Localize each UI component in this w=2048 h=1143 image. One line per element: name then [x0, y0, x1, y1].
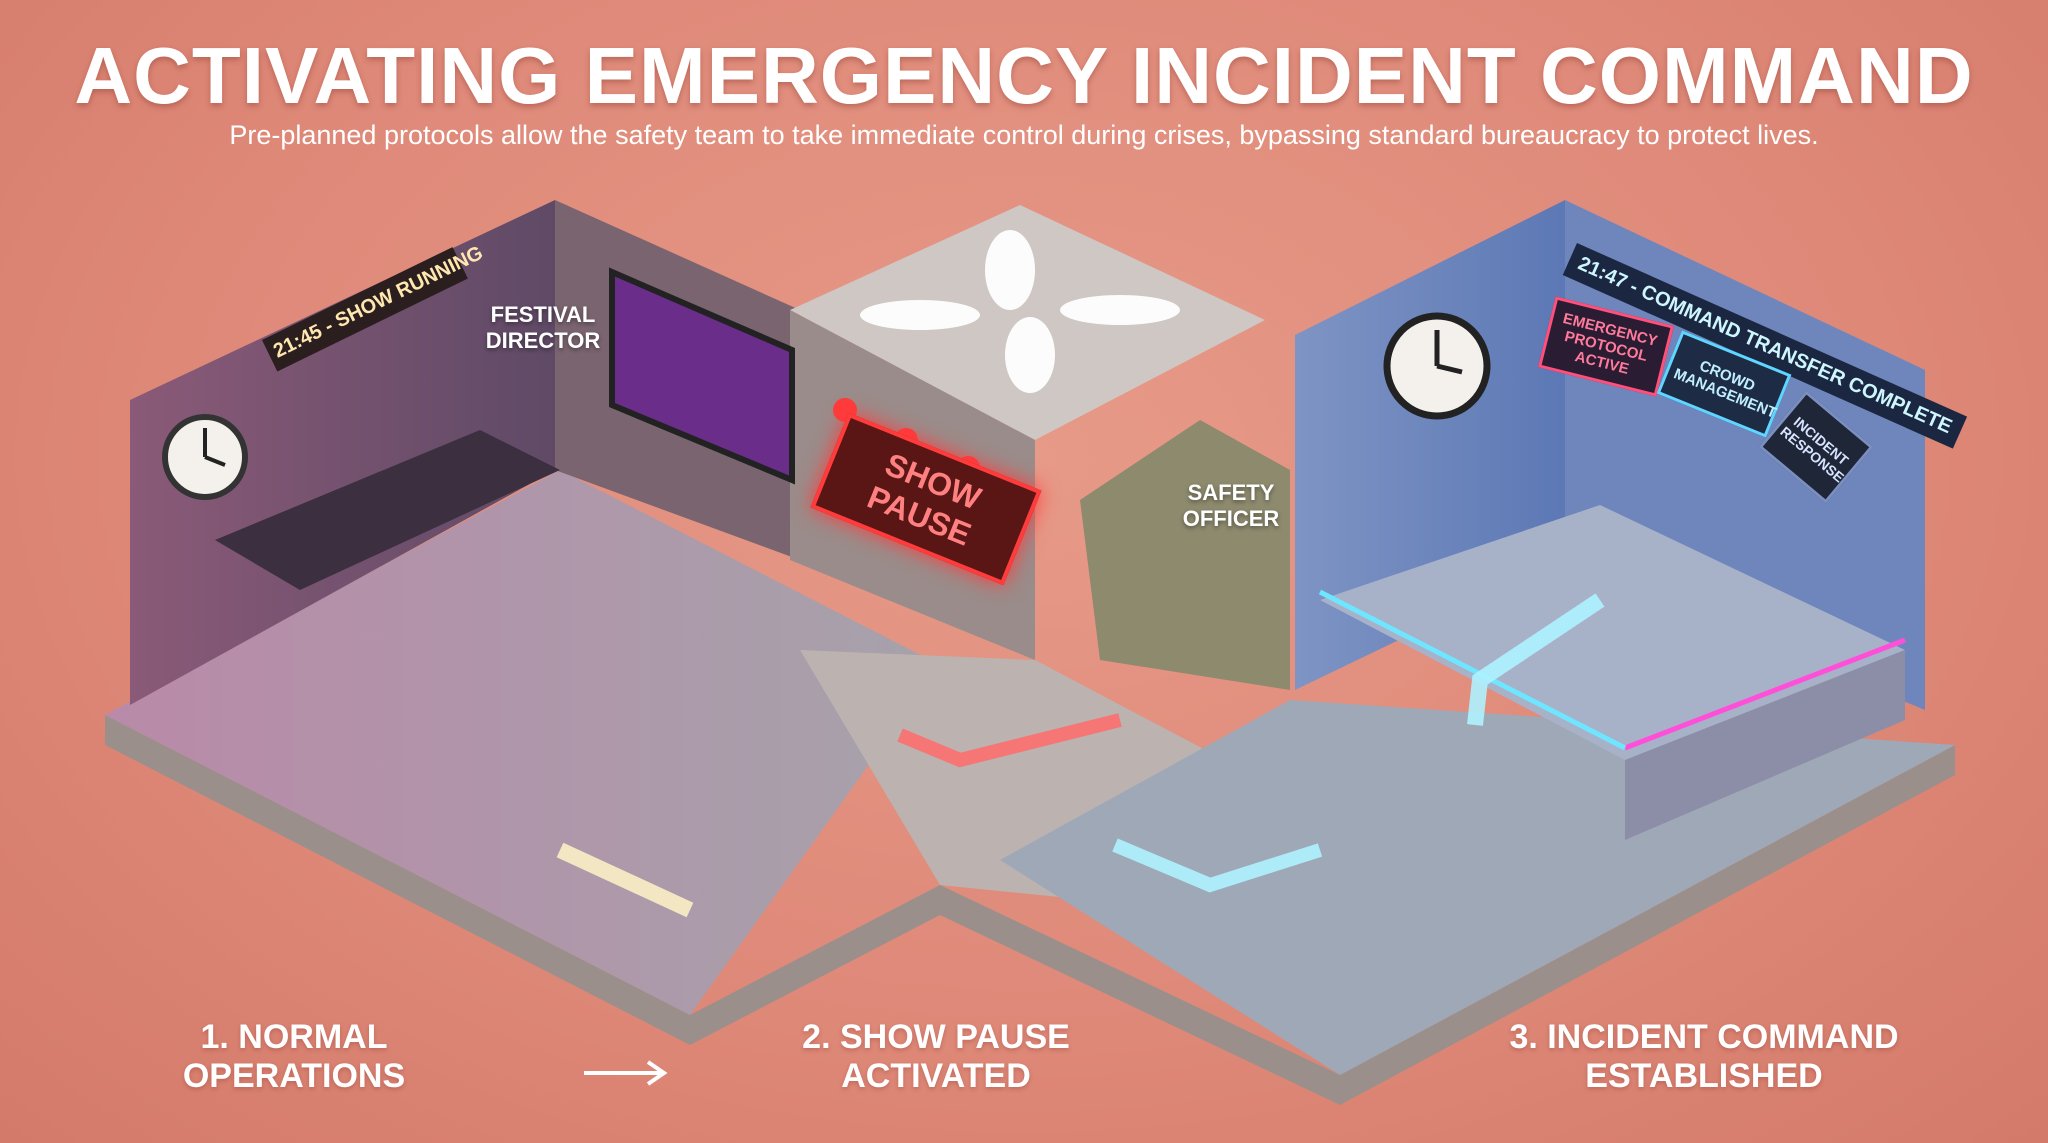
neon-strip-cyan [1318, 589, 1627, 751]
step-arrow-icon [584, 1060, 668, 1086]
room1-floor [105, 470, 940, 1015]
room3-platform-front [1625, 650, 1905, 840]
stage [215, 430, 560, 590]
neon-strip-magenta [1624, 637, 1906, 751]
label-festival-director: FESTIVAL DIRECTOR [478, 302, 608, 354]
flow-arrow-yellow [556, 842, 694, 918]
step-1-label: 1. NORMAL OPERATIONS [144, 1018, 444, 1096]
flow-arrow-red [897, 713, 1122, 768]
clock-icon-right [1383, 312, 1491, 420]
video-screen [609, 267, 795, 485]
base-slab [105, 715, 1955, 1105]
step-2-label: 2. SHOW PAUSE ACTIVATED [756, 1018, 1116, 1096]
page-subtitle: Pre-planned protocols allow the safety t… [229, 120, 1819, 150]
flow-arrow-cyan-platform [1467, 593, 1605, 726]
label-line: SAFETY [1187, 480, 1275, 505]
step-line: 3. INCIDENT COMMAND [1509, 1018, 1899, 1056]
room1-wall-left [130, 200, 555, 705]
label-line: FESTIVAL [490, 302, 596, 327]
step-line: ESTABLISHED [1585, 1057, 1823, 1095]
emergency-light-icon [860, 230, 1180, 393]
flow-arrow-cyan-floor [1112, 838, 1323, 893]
clock-icon-left [162, 414, 248, 500]
safety-tent [1080, 420, 1290, 690]
label-line: OFFICER [1182, 506, 1280, 531]
step-line: OPERATIONS [182, 1057, 406, 1095]
label-safety-officer: SAFETY OFFICER [1166, 480, 1296, 532]
page-title: ACTIVATING EMERGENCY INCIDENT COMMAND [74, 31, 1974, 120]
label-line: DIRECTOR [485, 328, 601, 353]
step-line: ACTIVATED [841, 1057, 1031, 1095]
step-line: 2. SHOW PAUSE [802, 1018, 1070, 1056]
step-3-label: 3. INCIDENT COMMAND ESTABLISHED [1464, 1018, 1944, 1096]
step-line: 1. NORMAL [200, 1018, 388, 1056]
